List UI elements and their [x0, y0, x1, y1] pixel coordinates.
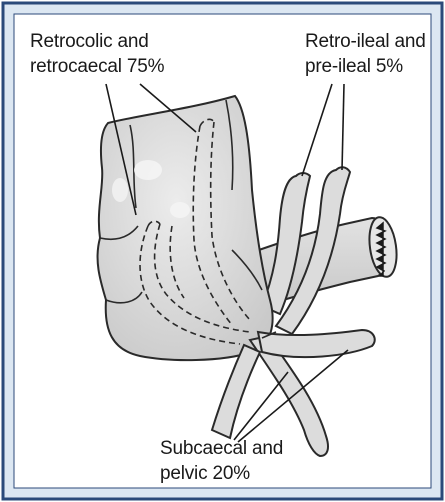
label-retrocolic-line2: retrocaecal 75%	[30, 54, 164, 79]
label-subcaecal-pelvic: Subcaecal and pelvic 20%	[160, 436, 283, 486]
label-retroileal-line2: pre-ileal 5%	[305, 54, 426, 79]
label-retroileal-line1: Retro-ileal and	[305, 29, 426, 54]
caecum	[98, 96, 273, 360]
label-subcaecal-line1: Subcaecal and	[160, 436, 283, 461]
label-subcaecal-line2: pelvic 20%	[160, 461, 283, 486]
label-retrocolic-retrocaecal: Retrocolic and retrocaecal 75%	[30, 29, 164, 79]
label-retrocolic-line1: Retrocolic and	[30, 29, 164, 54]
label-retroileal-preileal: Retro-ileal and pre-ileal 5%	[305, 29, 426, 79]
